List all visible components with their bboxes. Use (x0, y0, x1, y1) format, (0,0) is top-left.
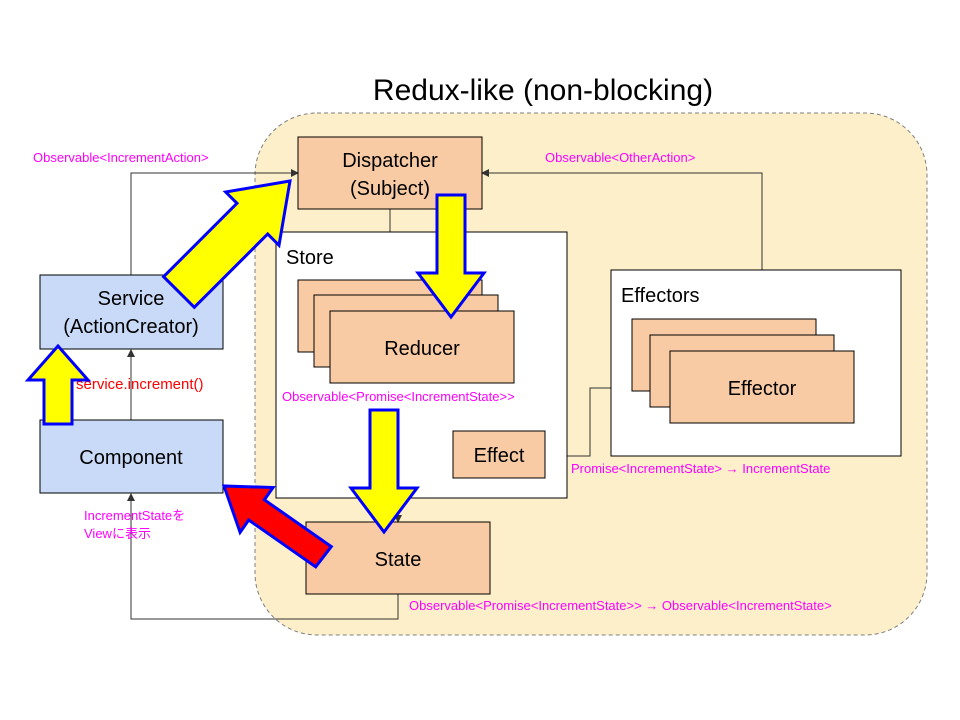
effect-label: Effect (474, 445, 525, 467)
label-observable-promise-to-observable: Observable<Promise<IncrementState>> → Ob… (409, 598, 832, 613)
service-label: Service (98, 288, 165, 310)
flow-arrow-dispatcher-to-reducer (415, 193, 487, 320)
dispatcher-sublabel: (Subject) (350, 178, 430, 200)
label-observable-increment-action: Observable<IncrementAction> (33, 150, 209, 165)
effectors-label: Effectors (621, 285, 700, 307)
connector-service-to-dispatcher (130, 169, 299, 275)
dispatcher-box (297, 136, 483, 210)
flow-arrow-reducer-to-state (348, 408, 420, 535)
component-label: Component (79, 447, 183, 469)
connector-state-to-component (127, 493, 399, 620)
label-increment-state-view-line1: IncrementStateを (84, 508, 185, 523)
state-label: State (375, 549, 422, 571)
label-observable-other-action: Observable<OtherAction> (545, 150, 695, 165)
dispatcher-label: Dispatcher (342, 150, 438, 172)
effector-box (669, 350, 855, 424)
effect-box (452, 430, 546, 479)
flow-arrow-service-to-dispatcher (161, 179, 292, 310)
label-observable-promise-increment-state: Observable<Promise<IncrementState>> (282, 389, 515, 404)
reducer-label: Reducer (384, 338, 460, 360)
diagram-title: Redux-like (non-blocking) (373, 74, 713, 107)
flow-arrow-component-to-service (24, 343, 92, 426)
effector-label: Effector (728, 378, 797, 400)
label-increment-state-view-line2: Viewに表示 (84, 526, 151, 541)
reducer-box (329, 310, 515, 384)
label-service-increment: service.increment() (76, 376, 204, 393)
state-box (305, 521, 491, 595)
store-label: Store (286, 247, 334, 269)
label-promise-to-increment-state: Promise<IncrementState> → IncrementState (571, 461, 830, 476)
component-box (39, 419, 224, 494)
flow-arrow-state-to-component (221, 484, 334, 569)
service-sublabel: (ActionCreator) (63, 316, 199, 338)
